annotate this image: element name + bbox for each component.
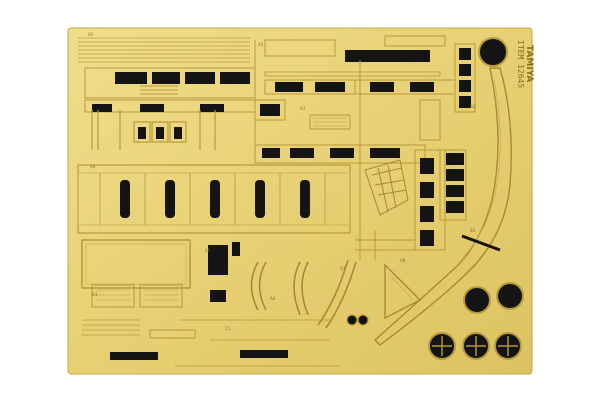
curved-blade-part <box>373 67 512 346</box>
mesh-part <box>364 159 409 216</box>
seat-parts <box>133 121 187 143</box>
ring-pair <box>346 314 369 326</box>
part-number-label: A8 <box>400 258 406 263</box>
triangle-part <box>384 263 422 320</box>
part-number-label: C1 <box>225 326 231 331</box>
sprue-rails <box>254 40 415 260</box>
dark-blocks-center <box>208 242 240 302</box>
part-number-label: A5 <box>205 248 211 253</box>
top-right-parts <box>454 37 508 113</box>
part-number-label: A3 <box>300 106 306 111</box>
strip-group-bottom <box>82 319 340 367</box>
grille-panel <box>81 239 191 308</box>
rod-parts-left <box>91 110 216 150</box>
brand-text-vertical: ITEM 12645 TAMIYA <box>516 40 534 88</box>
strip-group-top-left <box>78 37 250 63</box>
vent-piece <box>140 85 178 99</box>
brand-text: TAMIYA <box>524 45 534 82</box>
slotted-panel <box>77 164 351 234</box>
part-number-label: A4 <box>90 164 96 169</box>
part-number-label: A6 <box>270 296 276 301</box>
curved-arc-parts <box>250 259 357 329</box>
item-code-text: ITEM 12645 <box>516 40 525 88</box>
part-number-label: B2 <box>470 104 476 109</box>
part-number-label: A1 <box>88 32 94 37</box>
frame-parts-center <box>254 35 456 164</box>
part-number-label: A7 <box>340 266 346 271</box>
right-column-stack <box>414 149 467 251</box>
part-number-label: B3 <box>92 292 98 297</box>
part-number-label: A2 <box>258 42 264 47</box>
round-holes-bottom-right <box>428 282 524 360</box>
part-number-label: B1 <box>470 228 476 233</box>
